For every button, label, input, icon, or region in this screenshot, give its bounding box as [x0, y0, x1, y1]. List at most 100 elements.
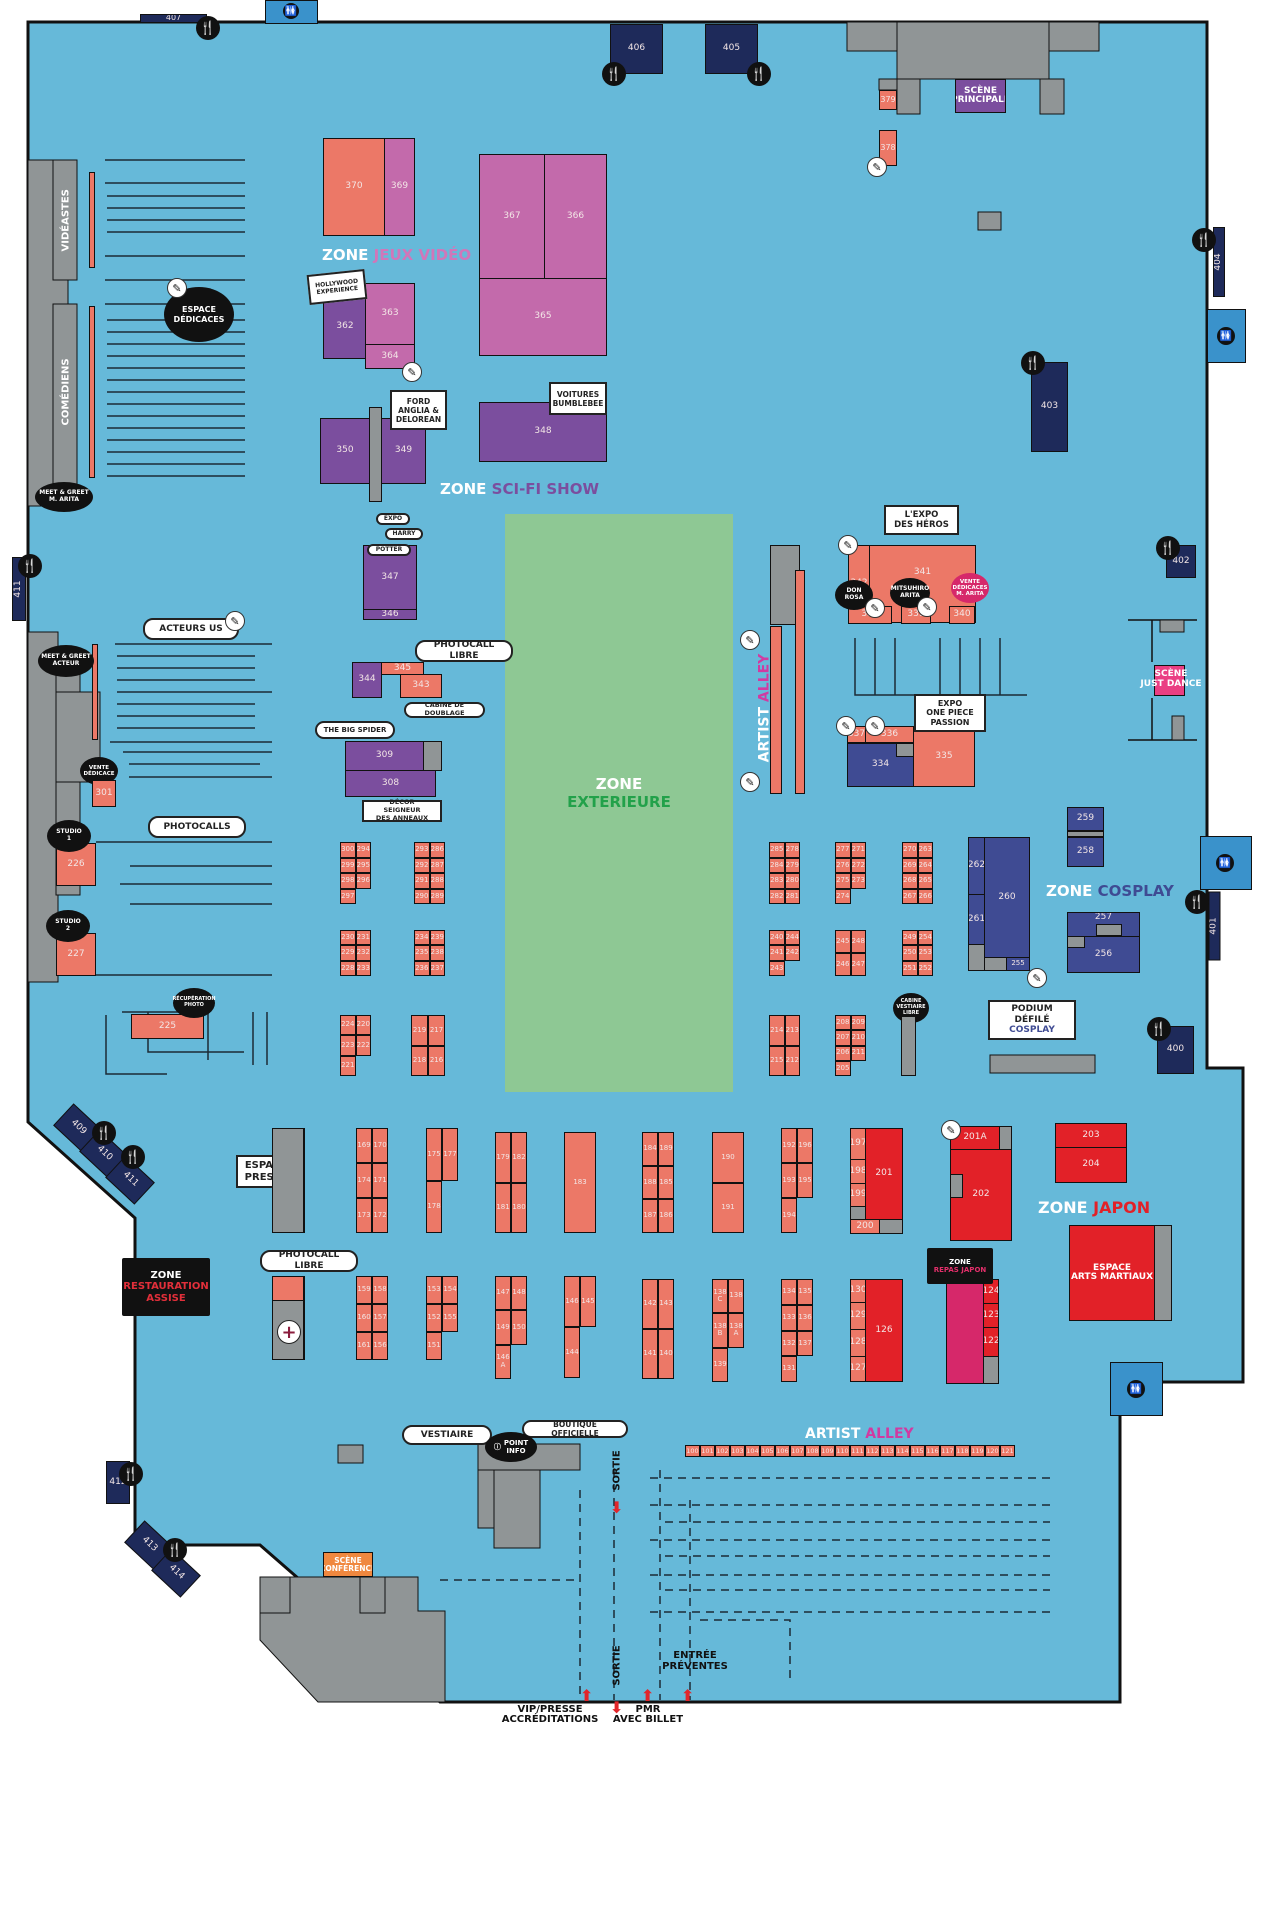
stand-370[interactable]: 370: [323, 138, 385, 236]
stand-195[interactable]: 195: [797, 1163, 813, 1198]
stand-154[interactable]: 154: [442, 1276, 458, 1304]
stand-206[interactable]: 206: [835, 1045, 851, 1061]
stand-261[interactable]: 261: [968, 894, 985, 945]
stand-253[interactable]: 253: [917, 945, 933, 961]
stand-229[interactable]: 229: [340, 945, 356, 961]
restroom-top[interactable]: 🚻: [265, 0, 318, 24]
stand-126[interactable]: 126: [865, 1279, 903, 1382]
stand-291[interactable]: 291: [414, 873, 430, 889]
artist-alley-stand-105[interactable]: 105: [760, 1445, 775, 1457]
stand-248[interactable]: 248: [850, 930, 866, 953]
scene-principale[interactable]: SCÈNE PRINCIPALE: [955, 79, 1006, 113]
stand-266[interactable]: 266: [917, 888, 933, 904]
stand-193[interactable]: 193: [781, 1163, 797, 1198]
stand-152[interactable]: 152: [426, 1304, 442, 1332]
stand-369[interactable]: 369: [384, 138, 415, 236]
artist-alley-stand-112[interactable]: 112: [865, 1445, 880, 1457]
stand-157[interactable]: 157: [372, 1304, 388, 1332]
stand-294[interactable]: 294: [355, 842, 371, 858]
stand-239[interactable]: 239: [429, 930, 445, 946]
stand-182[interactable]: 182: [511, 1132, 527, 1183]
stand-259[interactable]: 259: [1067, 807, 1104, 831]
stand-241[interactable]: 241: [769, 945, 785, 961]
stand-187[interactable]: 187: [642, 1199, 658, 1233]
stand-170[interactable]: 170: [372, 1128, 388, 1163]
stand-203[interactable]: 203: [1055, 1123, 1127, 1148]
stand-207[interactable]: 207: [835, 1030, 851, 1046]
stand-298[interactable]: 298: [340, 873, 356, 889]
stand-263[interactable]: 263: [917, 842, 933, 858]
stand-213[interactable]: 213: [784, 1015, 800, 1046]
stand-250[interactable]: 250: [902, 945, 918, 961]
stand-198[interactable]: 198: [850, 1159, 866, 1184]
artist-alley-stand-113[interactable]: 113: [880, 1445, 895, 1457]
stand-127[interactable]: 127: [850, 1356, 866, 1382]
zone-repas-japon-area[interactable]: [946, 1279, 984, 1384]
stand-221[interactable]: 221: [340, 1055, 356, 1076]
stand-148[interactable]: 148: [511, 1276, 527, 1311]
stand-178[interactable]: 178: [426, 1180, 442, 1233]
artist-alley-stand-106[interactable]: 106: [775, 1445, 790, 1457]
stand-142[interactable]: 142: [642, 1279, 658, 1329]
stand-255[interactable]: 255: [1006, 957, 1030, 971]
stand-260[interactable]: 260: [984, 837, 1030, 958]
stand-270[interactable]: 270: [902, 842, 918, 858]
stand-122[interactable]: 122: [983, 1327, 999, 1357]
stand-236[interactable]: 236: [414, 960, 430, 976]
stand-275[interactable]: 275: [835, 873, 851, 889]
stand-138b[interactable]: 138 B: [712, 1313, 728, 1348]
mini-stands-acteurs[interactable]: [92, 644, 98, 740]
stand-144[interactable]: 144: [564, 1327, 580, 1378]
stand-301[interactable]: 301: [92, 780, 116, 807]
stand-334[interactable]: 334: [847, 743, 914, 787]
stand-287[interactable]: 287: [429, 857, 445, 873]
stand-225[interactable]: 225: [131, 1014, 204, 1039]
stand-212[interactable]: 212: [784, 1045, 800, 1076]
stand-362[interactable]: 362: [323, 295, 367, 359]
stand-308[interactable]: 308: [345, 770, 436, 797]
stand-214[interactable]: 214: [769, 1015, 785, 1046]
mini-stands-comediens[interactable]: [89, 306, 95, 478]
stand-272[interactable]: 272: [850, 857, 866, 873]
stand-169[interactable]: 169: [356, 1128, 372, 1163]
artist-alley-vertical-stands-left[interactable]: [770, 626, 782, 794]
stand-159[interactable]: 159: [356, 1276, 372, 1304]
stand-137[interactable]: 137: [797, 1330, 813, 1357]
stand-364[interactable]: 364: [365, 344, 415, 369]
stand-340[interactable]: 340: [949, 606, 975, 624]
stand-269[interactable]: 269: [902, 857, 918, 873]
stand-179[interactable]: 179: [495, 1132, 511, 1183]
stand-249[interactable]: 249: [902, 930, 918, 946]
stand-228[interactable]: 228: [340, 960, 356, 976]
stand-344[interactable]: 344: [352, 662, 382, 698]
stand-204[interactable]: 204: [1055, 1147, 1127, 1183]
stand-288[interactable]: 288: [429, 873, 445, 889]
stand-366[interactable]: 366: [544, 154, 607, 279]
stand-218[interactable]: 218: [411, 1045, 428, 1076]
mini-stands-videastes[interactable]: [89, 172, 95, 268]
photocall-libre-area[interactable]: [272, 1276, 304, 1301]
stand-185[interactable]: 185: [658, 1165, 674, 1200]
stand-131[interactable]: 131: [781, 1356, 797, 1382]
stand-197[interactable]: 197: [850, 1128, 866, 1160]
stand-254[interactable]: 254: [917, 930, 933, 946]
stand-158[interactable]: 158: [372, 1276, 388, 1304]
stand-145[interactable]: 145: [580, 1276, 596, 1327]
stand-217[interactable]: 217: [428, 1015, 445, 1046]
artist-alley-stand-102[interactable]: 102: [715, 1445, 730, 1457]
stand-277[interactable]: 277: [835, 842, 851, 858]
stand-280[interactable]: 280: [784, 873, 800, 889]
stand-191[interactable]: 191: [712, 1182, 744, 1233]
stand-201[interactable]: 201: [865, 1128, 903, 1220]
stand-173[interactable]: 173: [356, 1198, 372, 1233]
stand-293[interactable]: 293: [414, 842, 430, 858]
stand-143[interactable]: 143: [658, 1279, 674, 1329]
stand-234[interactable]: 234: [414, 930, 430, 946]
artist-alley-stand-111[interactable]: 111: [850, 1445, 865, 1457]
stand-155[interactable]: 155: [442, 1304, 458, 1332]
stand-208[interactable]: 208: [835, 1015, 851, 1031]
stand-146a[interactable]: 146 A: [495, 1344, 511, 1379]
stand-138c[interactable]: 138 C: [712, 1279, 728, 1314]
scene-conference[interactable]: SCÈNE CONFÉRENCE: [323, 1552, 373, 1577]
stand-245[interactable]: 245: [835, 930, 851, 953]
